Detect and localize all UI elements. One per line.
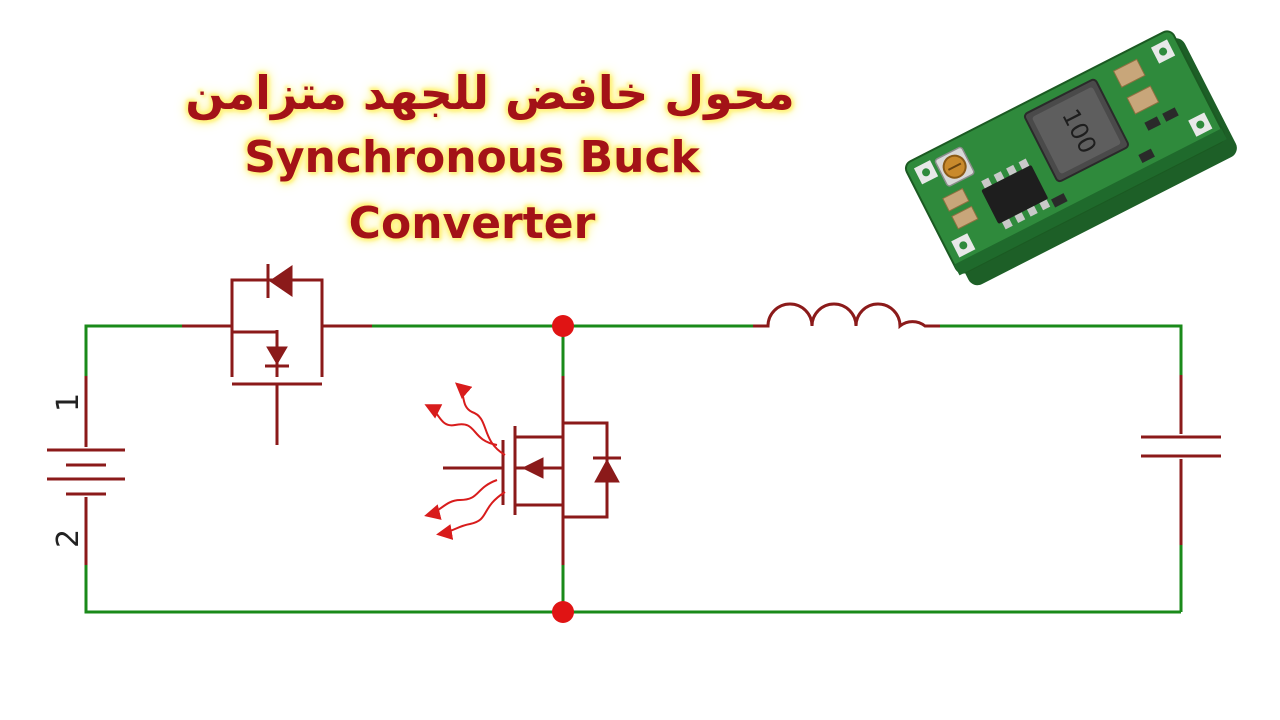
low-side-body-diode — [594, 458, 620, 483]
heat-loss-arrows — [424, 382, 506, 540]
low-side-mosfet — [443, 376, 621, 565]
node-top — [552, 315, 574, 337]
battery-pin-1-label: 1 — [51, 393, 86, 412]
inductor — [753, 302, 940, 330]
node-bottom — [552, 601, 574, 623]
battery: 1 2 — [47, 376, 125, 565]
ic-chip — [981, 158, 1051, 230]
wire-left-top — [84, 324, 182, 376]
smd-components — [942, 58, 1179, 230]
inductor-chip: 100 — [1023, 78, 1129, 183]
buck-module-image: 100 — [904, 30, 1237, 286]
wire-inductor-to-cap — [940, 324, 1183, 375]
high-side-mosfet — [182, 264, 372, 445]
high-side-body-diode — [269, 265, 293, 297]
potentiometer — [934, 146, 975, 187]
wire-bottom — [84, 565, 1181, 614]
pcb-pads — [913, 39, 1213, 258]
title-english-line1: Synchronous Buck — [244, 132, 700, 183]
battery-pin-2-label: 2 — [51, 529, 86, 548]
title-arabic: محول خافض للجهد متزامن — [185, 66, 795, 120]
capacitor — [1141, 375, 1221, 545]
title-english-line2: Converter — [348, 198, 596, 249]
wires — [84, 324, 1183, 614]
